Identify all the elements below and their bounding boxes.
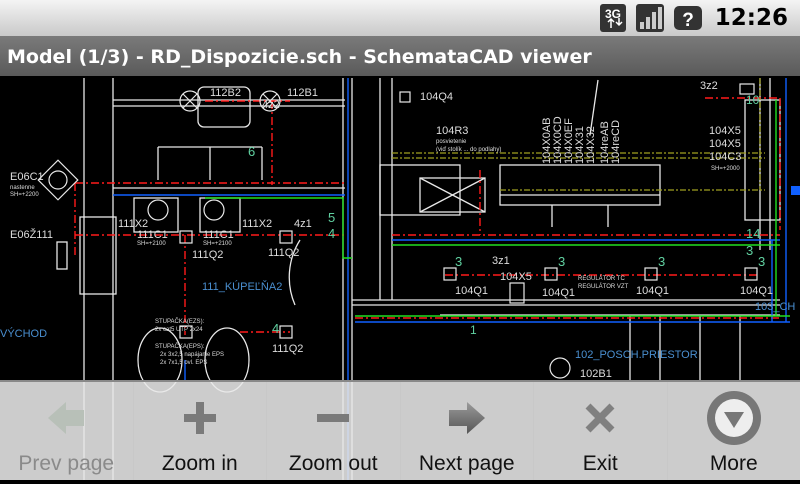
drawing-label: 4z2 — [262, 99, 280, 111]
next-page-label: Next page — [419, 452, 515, 476]
clock: 12:26 — [715, 5, 788, 31]
drawing-label: 112B2 — [210, 87, 241, 99]
drawing-label: posvietenie — [436, 139, 467, 145]
drawing-label: 104X5 — [709, 138, 741, 150]
drawing-label: 104reCD — [610, 120, 622, 164]
drawing-label: 2x 3x2,5 napájanie EPS — [160, 352, 224, 358]
zoom-out-button[interactable]: Zoom out — [267, 382, 401, 480]
arrow-left-icon — [44, 396, 88, 440]
drawing-label: STUPAČKA(EPS): — [155, 343, 205, 350]
drawing-label: 102B1 — [580, 368, 612, 380]
drawing-label: 3 — [455, 254, 462, 269]
more-button[interactable]: More — [668, 382, 800, 480]
room-label: 103_CH — [755, 301, 795, 313]
drawing-label: 104C3 — [709, 151, 741, 163]
drawing-label: 111Q2 — [268, 247, 299, 259]
zoom-in-button[interactable]: Zoom in — [134, 382, 268, 480]
drawing-label: E06C1 — [10, 171, 44, 183]
prev-page-button[interactable]: Prev page — [0, 382, 134, 480]
drawing-label: SH=+2000 — [711, 166, 740, 172]
drawing-label: E06Ž111 — [10, 228, 53, 241]
drawing-label: 111C1 — [137, 229, 168, 241]
drawing-label: 104Q1 — [636, 285, 669, 297]
drawing-label: 6 — [248, 144, 255, 159]
svg-text:?: ? — [682, 10, 694, 31]
more-label: More — [710, 452, 758, 476]
status-bar: 3G ? 12:26 — [0, 0, 800, 36]
drawing-label: STUPAČKA(EZS): — [155, 318, 205, 325]
drawing-label: 104X5 — [500, 271, 532, 283]
drawing-label: 14 — [746, 226, 760, 241]
drawing-label: 111Q2 — [192, 249, 223, 261]
zoom-in-label: Zoom in — [162, 452, 238, 476]
drawing-label: 1 — [470, 323, 477, 337]
room-label: 102_POSCH.PRIESTOR — [575, 349, 698, 361]
exit-button[interactable]: Exit — [534, 382, 668, 480]
drawing-label: REGULÁTOR VZT — [578, 283, 629, 290]
drawing-label: 104X32 — [585, 126, 597, 164]
signal-strength-icon — [635, 3, 665, 33]
drawing-label: SH=+2200 — [10, 192, 39, 198]
drawing-label: 104R3 — [436, 125, 468, 137]
x-icon — [578, 396, 622, 440]
drawing-label: 111C1 — [203, 229, 234, 241]
room-label: VÝCHOD — [0, 327, 47, 340]
prev-page-label: Prev page — [18, 452, 114, 476]
3g-data-icon: 3G — [599, 3, 627, 33]
minus-icon — [311, 396, 355, 440]
drawing-label: 4z1 — [294, 218, 312, 230]
drawing-label: SH=+2100 — [137, 241, 166, 247]
drawing-label: 3 — [746, 243, 753, 258]
exit-label: Exit — [583, 452, 618, 476]
plus-icon — [178, 396, 222, 440]
next-page-button[interactable]: Next page — [401, 382, 535, 480]
drawing-label: 3 — [558, 254, 565, 269]
drawing-label: 104X5 — [709, 125, 741, 137]
arrow-right-icon — [445, 396, 489, 440]
drawing-label: 104Q4 — [420, 91, 453, 103]
drawing-label: 3 — [658, 254, 665, 269]
room-label: 111_KÚPEĽŇA2 — [202, 280, 282, 293]
options-menu: Prev page Zoom in Zoom out Next page Exi… — [0, 380, 800, 480]
drawing-label: 112B1 — [287, 87, 318, 99]
drawing-label: 111X2 — [242, 218, 272, 230]
window-title: Model (1/3) - RD_Dispozicie.sch - Schema… — [0, 36, 800, 76]
drawing-label: 2x 7x1,5 ovl. EPS — [160, 360, 207, 366]
drawing-label: nastenne — [10, 185, 35, 191]
drawing-label: 4 — [272, 321, 279, 336]
drawing-label: REGULÁTOR TC — [578, 275, 625, 282]
zoom-out-label: Zoom out — [289, 452, 378, 476]
drawing-label: 10 — [746, 93, 760, 107]
drawing-label: 5 — [328, 210, 335, 225]
more-down-icon — [704, 388, 764, 448]
drawing-label: 104Q1 — [740, 285, 773, 297]
scroll-indicator[interactable] — [791, 186, 800, 195]
drawing-label: 111Q2 — [272, 343, 303, 355]
drawing-label: SH=+2100 — [203, 241, 232, 247]
drawing-label: 104Q1 — [455, 285, 488, 297]
drawing-label: 3z1 — [492, 255, 510, 267]
drawing-label: (viď stolík ... do podlahy) — [436, 147, 501, 153]
drawing-label: 104Q1 — [542, 287, 575, 299]
drawing-label: 3 — [758, 254, 765, 269]
drawing-label: 3z2 — [700, 80, 718, 92]
drawing-label: 4 — [328, 226, 335, 241]
notification-question-icon[interactable]: ? — [673, 3, 703, 33]
drawing-label: 2x cat5 UTP 2x24 — [155, 327, 203, 333]
